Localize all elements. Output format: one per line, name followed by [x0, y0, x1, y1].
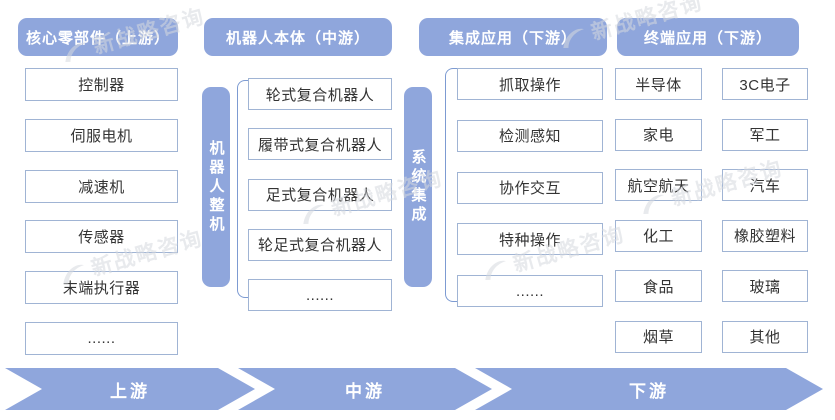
chain-item-chemical: 化工 — [615, 219, 702, 252]
chain-item-3c-electronics: 3C电子 — [722, 68, 808, 100]
chain-item-ellipsis: ...... — [457, 275, 603, 307]
terminal-application-right-list: 3C电子 军工 汽车 橡胶塑料 玻璃 其他 — [722, 68, 808, 353]
chain-item-automotive: 汽车 — [722, 169, 808, 202]
integrated-application-list: 抓取操作 检测感知 协作交互 特种操作 ...... — [457, 68, 603, 307]
header-terminal-application-downstream: 终端应用（下游） — [617, 18, 799, 56]
chain-item-rubber-plastic: 橡胶塑料 — [722, 219, 808, 252]
chain-item-glass: 玻璃 — [722, 270, 808, 303]
chain-item-ellipsis: ...... — [25, 321, 178, 355]
chain-item-tobacco: 烟草 — [615, 320, 702, 353]
flow-arrow-upstream: 上游 — [5, 368, 255, 410]
header-robot-body-midstream: 机器人本体（中游） — [204, 18, 392, 56]
chain-item-grasping: 抓取操作 — [457, 68, 603, 100]
flow-arrow-downstream: 下游 — [475, 368, 823, 410]
chain-item-military: 军工 — [722, 118, 808, 151]
header-integrated-application-downstream: 集成应用（下游） — [419, 18, 607, 56]
chain-item-ellipsis: ...... — [248, 279, 392, 311]
chain-item-semiconductor: 半导体 — [615, 68, 702, 100]
side-label-text: 机器人整机 — [207, 139, 225, 235]
side-label-system-integration: 系统集成 — [404, 87, 432, 287]
chain-item-wheel-leg-robot: 轮足式复合机器人 — [248, 228, 392, 261]
chain-item-legged-robot: 足式复合机器人 — [248, 178, 392, 211]
chain-item-food: 食品 — [615, 270, 702, 303]
chain-item-detection: 检测感知 — [457, 119, 603, 152]
chain-item-reducer: 减速机 — [25, 169, 178, 203]
chain-item-servo-motor: 伺服电机 — [25, 118, 178, 152]
chain-item-controller: 控制器 — [25, 68, 178, 101]
chain-item-wheeled-robot: 轮式复合机器人 — [248, 78, 392, 110]
bracket-integrated-application — [445, 68, 457, 302]
chain-item-collaboration: 协作交互 — [457, 171, 603, 204]
core-components-list: 控制器 伺服电机 减速机 传感器 末端执行器 ...... — [25, 68, 178, 355]
bracket-robot-body — [237, 80, 248, 298]
chain-item-aerospace: 航空航天 — [615, 169, 702, 202]
chain-item-end-effector: 末端执行器 — [25, 271, 178, 305]
chain-item-tracked-robot: 履带式复合机器人 — [248, 128, 392, 161]
header-core-components-upstream: 核心零部件（上游） — [18, 18, 178, 56]
robot-body-list: 轮式复合机器人 履带式复合机器人 足式复合机器人 轮足式复合机器人 ...... — [248, 78, 392, 311]
terminal-application-left-list: 半导体 家电 航空航天 化工 食品 烟草 — [615, 68, 702, 353]
chain-item-sensor: 传感器 — [25, 220, 178, 254]
chain-item-home-appliance: 家电 — [615, 118, 702, 151]
side-label-text: 系统集成 — [409, 149, 427, 225]
chain-item-special-ops: 特种操作 — [457, 223, 603, 256]
side-label-robot-complete-machine: 机器人整机 — [202, 87, 230, 287]
flow-arrow-midstream: 中游 — [238, 368, 492, 410]
chain-item-other: 其他 — [722, 320, 808, 353]
